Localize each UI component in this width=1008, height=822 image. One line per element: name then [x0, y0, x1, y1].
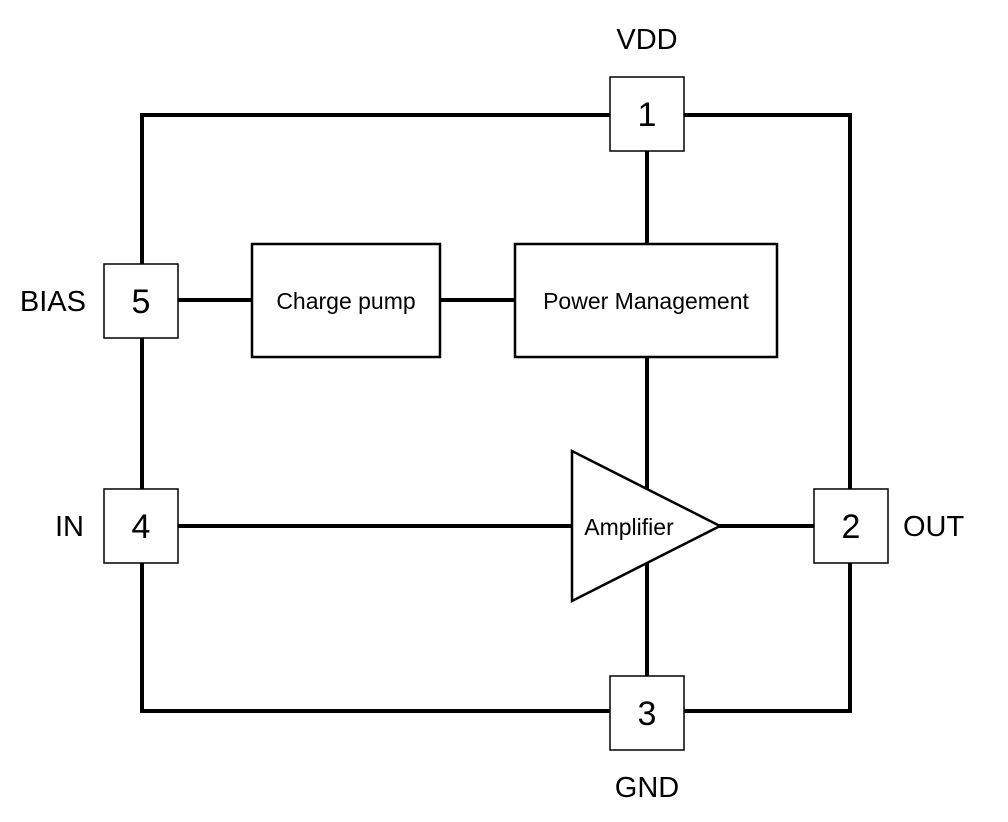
amplifier-triangle [570, 448, 723, 604]
pin-1-vdd: 1 VDD [609, 24, 685, 152]
pin-1-box [609, 76, 685, 152]
pin-2-number: 2 [842, 508, 861, 546]
pin-5-box [103, 263, 179, 339]
pin-3-box [609, 675, 685, 751]
pin-5-number: 5 [132, 283, 151, 321]
power-management-label: Power Management [543, 288, 749, 314]
pin-3-name: GND [615, 772, 679, 804]
charge-pump-block: Charge pump [250, 242, 442, 359]
amplifier-label: Amplifier [584, 514, 674, 540]
pin-5-name: BIAS [20, 286, 86, 318]
pin-2-name: OUT [903, 511, 965, 543]
pin-4-box [103, 488, 179, 564]
pin-3-number: 3 [638, 695, 657, 733]
pin-2-box [813, 488, 889, 564]
amplifier-block: Amplifier [570, 448, 723, 604]
pin-4-name: IN [55, 511, 84, 543]
pin-4-number: 4 [132, 508, 151, 546]
pin-1-number: 1 [638, 96, 657, 134]
pin-2-out: 2 OUT [813, 488, 965, 564]
pin-3-gnd: 3 GND [609, 675, 685, 804]
charge-pump-box [250, 242, 442, 359]
power-management-block: Power Management [513, 242, 779, 359]
power-management-box [513, 242, 779, 359]
internal-wires [176, 148, 816, 678]
pin-5-bias: 5 BIAS [20, 263, 179, 339]
charge-pump-label: Charge pump [276, 288, 415, 314]
package-outline [140, 113, 852, 713]
pin-4-in: 4 IN [55, 488, 179, 564]
pin-1-name: VDD [616, 24, 677, 56]
